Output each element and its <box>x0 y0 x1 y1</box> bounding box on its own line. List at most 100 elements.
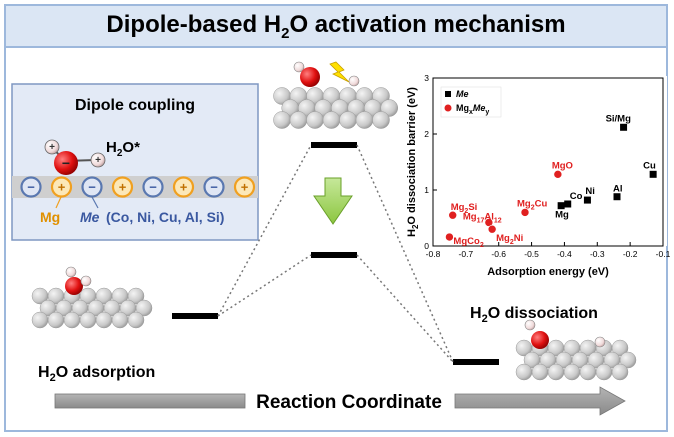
surface-atom <box>79 311 97 329</box>
mgme-point <box>487 224 497 234</box>
plus-charge-icon: + <box>58 180 66 195</box>
reaction-coordinate-label: Reaction Coordinate <box>256 392 442 413</box>
mg-pointer <box>55 196 62 209</box>
surface-atom <box>95 311 113 329</box>
me-point <box>649 170 657 178</box>
me-label: Me <box>80 209 100 225</box>
hydrogen-atom-icon <box>80 275 92 287</box>
coordinate-arrow-head-icon <box>454 386 626 416</box>
hydrogen-atom-icon <box>44 139 60 155</box>
mg-site-ring <box>111 176 134 198</box>
dissociation-slab <box>515 339 637 381</box>
surface-atom <box>611 363 629 381</box>
surface-atom <box>339 111 357 129</box>
surface-atom <box>289 111 308 129</box>
surface-atom <box>63 311 81 329</box>
surface-atom <box>515 363 533 381</box>
me-pointer <box>91 196 99 209</box>
legend-mgme-label: MgxMey <box>456 103 489 116</box>
y-axis-label: H2O dissociation barrier (eV) <box>406 87 420 237</box>
title-bar: Dipole-based H2O activation mechanism <box>6 6 666 48</box>
x-tick-label: -0.6 <box>491 249 506 259</box>
page-title: Dipole-based H2O activation mechanism <box>106 10 566 42</box>
adsorption-slab <box>31 287 153 329</box>
dissociated-water-icon <box>524 319 606 349</box>
molecule-label: H2O* <box>106 139 140 159</box>
bond-break-spark-icon <box>329 61 350 83</box>
mgme-point <box>520 208 530 217</box>
surface-atom <box>127 287 145 305</box>
dissociation-level <box>453 359 499 365</box>
mgme-point-label: Mg17Al12 <box>463 211 502 224</box>
surface-atom <box>306 111 324 129</box>
plot-area <box>432 77 664 247</box>
surface-atom <box>127 311 145 329</box>
mgme-point <box>448 210 458 220</box>
hydrogen-atom-icon <box>594 336 606 348</box>
me-site-ring <box>203 176 225 198</box>
mgme-point-label: Mg2Ni <box>496 233 523 246</box>
transition-state-lower-level <box>311 252 357 258</box>
me-point <box>620 123 628 131</box>
oxygen-atom-icon <box>531 331 549 349</box>
me-site-ring <box>81 176 103 198</box>
hydrogen-atom-icon <box>348 75 360 87</box>
plus-charge-icon: + <box>119 180 127 195</box>
surface-atom <box>595 363 613 381</box>
surface-atom <box>47 311 65 329</box>
x-axis-label: Adsorption energy (eV) <box>487 266 609 278</box>
surface-atom <box>111 311 129 329</box>
mgme-point <box>553 170 563 179</box>
path-line <box>217 254 312 317</box>
oxygen-atom-icon <box>54 151 78 175</box>
mg-label: Mg <box>40 209 60 225</box>
y-tick-label: 0 <box>424 241 429 251</box>
plus-charge-icon: + <box>241 180 249 195</box>
transition-slab <box>273 87 398 129</box>
surface-atom <box>579 363 597 381</box>
minus-charge-icon: − <box>149 180 157 195</box>
minus-charge-icon: − <box>27 180 35 195</box>
surface-atom <box>322 111 341 129</box>
x-tick-label: -0.7 <box>459 249 474 259</box>
reaction-coordinate-axis: Reaction Coordinate <box>54 386 626 416</box>
surface-atom <box>563 363 581 381</box>
energy-levels <box>172 142 499 365</box>
adsorption-label: H2O adsorption <box>38 364 155 384</box>
surface-atom <box>372 111 390 129</box>
me-list-label: (Co, Ni, Cu, Al, Si) <box>106 209 224 225</box>
y-tick-label: 3 <box>424 73 429 83</box>
activated-water-icon <box>293 61 360 87</box>
h-charge-plus: + <box>49 142 55 153</box>
minus-charge-icon: − <box>210 180 218 195</box>
down-arrow-icon <box>313 177 353 225</box>
path-line <box>356 254 454 363</box>
y-tick-label: 1 <box>424 185 429 195</box>
oxygen-atom-icon <box>65 277 83 295</box>
mg-site-ring <box>172 176 195 198</box>
charge-ring-row: −+−+−+−+ <box>20 176 256 198</box>
plus-charge-icon: + <box>180 180 188 195</box>
surface-atom <box>619 351 637 369</box>
x-tick-label: -0.5 <box>524 249 539 259</box>
o-charge-minus: − <box>62 155 70 171</box>
me-point-label: Al <box>613 184 623 195</box>
legend-circle-marker <box>444 104 452 112</box>
y-tick-label: 2 <box>424 129 429 139</box>
x-tick-label: -0.1 <box>656 249 671 259</box>
surface-atom <box>611 339 629 357</box>
mgme-point-label: Mg2Si <box>451 202 478 215</box>
adsorption-level <box>172 313 218 319</box>
h-charge-plus: + <box>95 155 101 166</box>
coordinate-arrow-tail <box>54 393 246 409</box>
mg-site-ring <box>233 176 256 198</box>
me-site-ring <box>20 176 42 198</box>
dipole-coupling-inset: Dipole coupling + + − H2O* −+−+−+−+ Mg M… <box>11 83 259 241</box>
mgme-point-label: MgCo2 <box>453 236 483 249</box>
me-point-label: Ni <box>585 186 595 197</box>
surface-atom <box>31 311 49 329</box>
